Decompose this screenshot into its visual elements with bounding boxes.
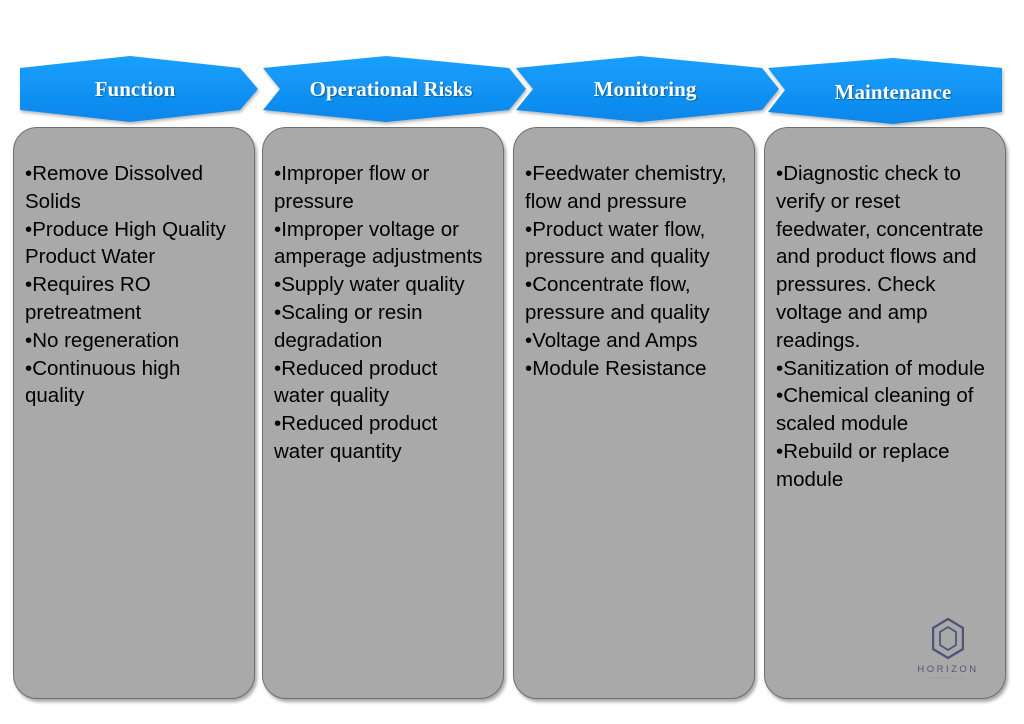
chevron-operational-risks — [263, 56, 526, 122]
list-item: Continuous high quality — [25, 355, 244, 411]
list-item: Improper voltage or amperage adjustments — [274, 216, 493, 272]
list-item: Product water flow, pressure and quality — [525, 216, 744, 272]
list-item: Supply water quality — [274, 271, 493, 299]
hexagon-icon — [932, 618, 964, 660]
logo-tagline: SOLUTIONS LLC — [929, 676, 967, 680]
list-item: Chemical cleaning of scaled module — [776, 382, 995, 438]
header-operational-risks: Operational Risks — [309, 76, 473, 101]
logo-wordmark: HORIZON — [917, 664, 979, 675]
list-item: Requires RO pretreatment — [25, 271, 244, 327]
header-maintenance: Maintenance — [834, 79, 952, 104]
list-item: Concentrate flow, pressure and quality — [525, 271, 744, 327]
list-item: Module Resistance — [525, 355, 744, 383]
panel-operational-risks: Improper flow or pressure Improper volta… — [262, 127, 504, 699]
list-item: Reduced product water quantity — [274, 410, 493, 466]
list-item: Scaling or resin degradation — [274, 299, 493, 355]
list-item: Sanitization of module — [776, 355, 995, 383]
chevron-maintenance — [768, 58, 1002, 124]
header-monitoring: Monitoring — [593, 76, 697, 101]
list-item: No regeneration — [25, 327, 244, 355]
panel-maintenance: Diagnostic check to verify or reset feed… — [764, 127, 1006, 699]
list-item: Diagnostic check to verify or reset feed… — [776, 160, 995, 355]
list-item: Improper flow or pressure — [274, 160, 493, 216]
list-item: Reduced product water quality — [274, 355, 493, 411]
list-item: Produce High Quality Product Water — [25, 216, 244, 272]
chevron-monitoring — [516, 56, 779, 122]
list-item: Remove Dissolved Solids — [25, 160, 244, 216]
list-item: Voltage and Amps — [525, 327, 744, 355]
header-function: Function — [94, 76, 176, 101]
list-item: Rebuild or replace module — [776, 438, 995, 494]
chevron-function — [20, 56, 258, 122]
horizon-logo: HORIZON SOLUTIONS LLC — [912, 618, 984, 680]
panel-monitoring: Feedwater chemistry, flow and pressure P… — [513, 127, 755, 699]
list-item: Feedwater chemistry, flow and pressure — [525, 160, 744, 216]
panel-function: Remove Dissolved Solids Produce High Qua… — [13, 127, 255, 699]
